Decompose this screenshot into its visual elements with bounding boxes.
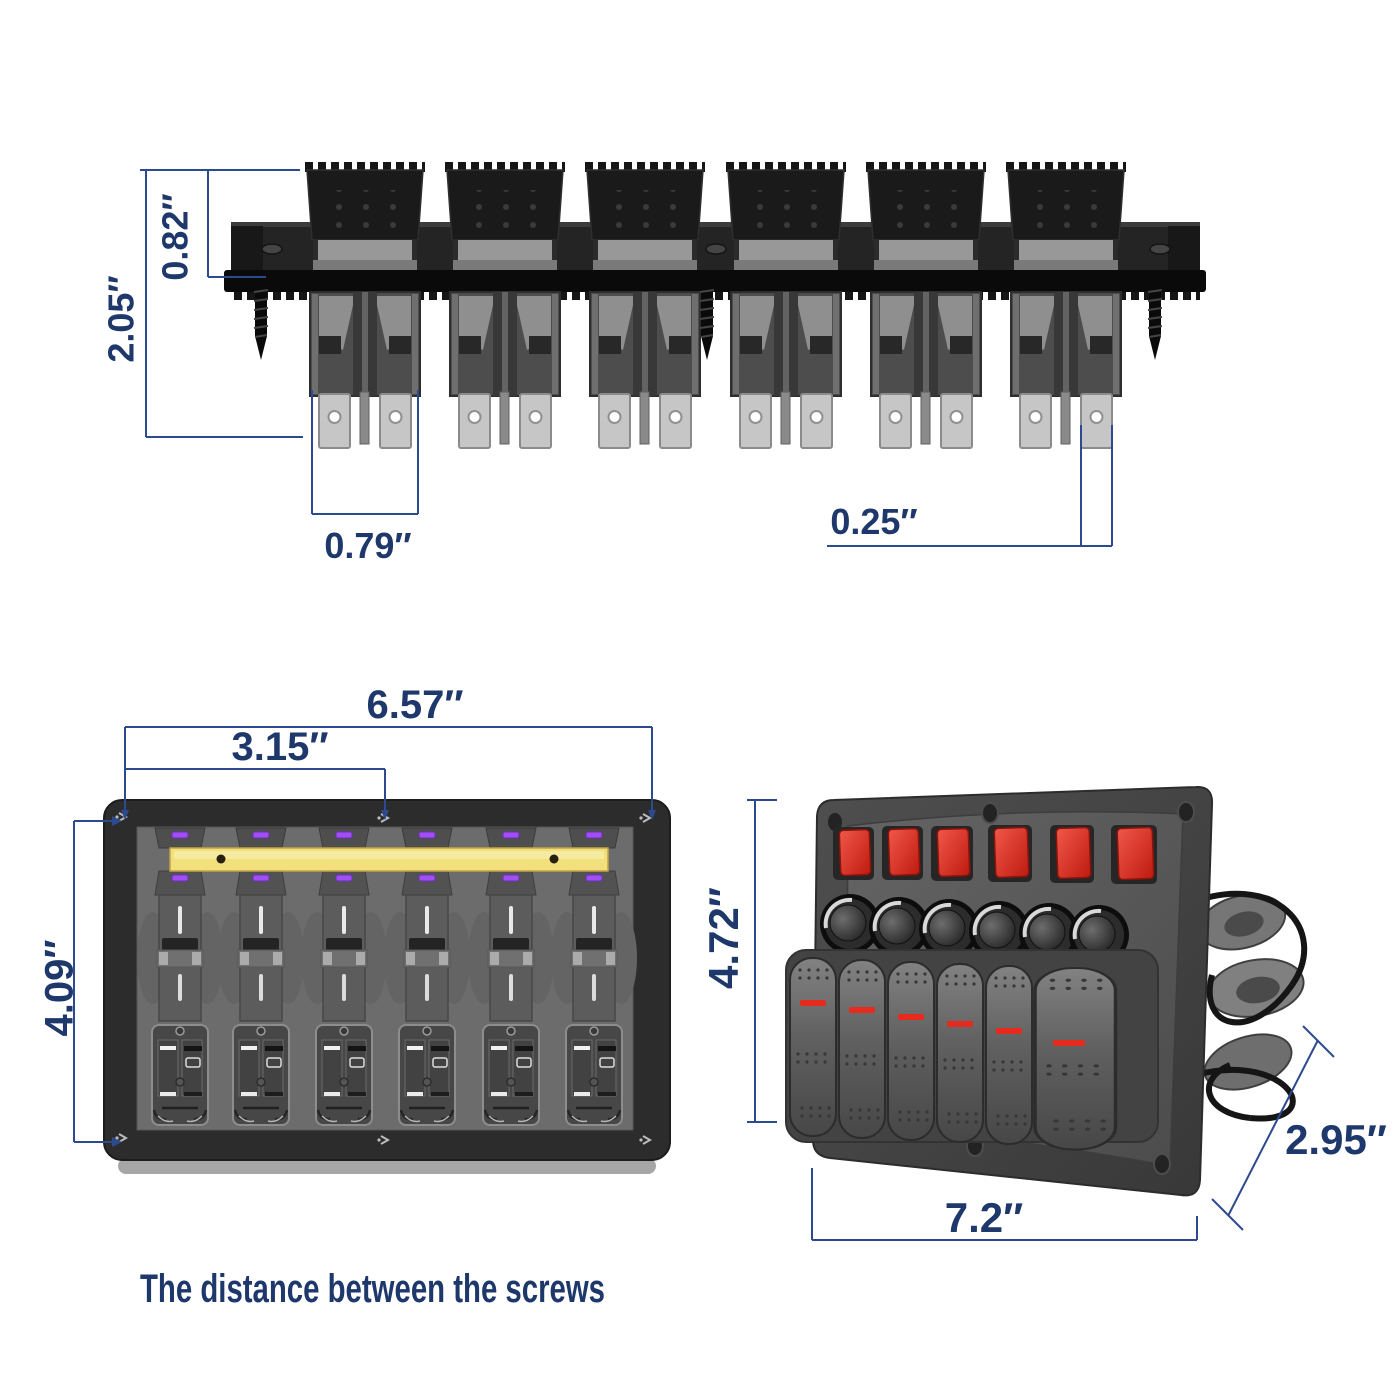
caption-screw-distance: The distance between the screws	[140, 1267, 605, 1311]
iso-view-diagram: 4.72″ 7.2″ 2.95″	[700, 785, 1387, 1241]
dimension-label-terminal-width: 0.25″	[830, 501, 917, 542]
top-view-side-diagram: 2.05″ 0.82″ 0.79″ 0.25″	[101, 161, 1206, 566]
switch-unit-side	[304, 161, 426, 449]
red-light-lens	[838, 826, 1155, 881]
dimension-label-iso-depth: 2.95″	[1285, 1116, 1387, 1163]
dimension-label-iso-height: 4.72″	[700, 887, 747, 989]
back-view-dimension-lines	[73, 726, 656, 1147]
plate-screw-hole	[705, 243, 727, 255]
dimension-label-total-width: 6.57″	[366, 683, 463, 727]
bus-bar-screw	[549, 854, 559, 864]
dimension-label-terminal-gap: 0.79″	[324, 525, 411, 566]
top-view-dimension-lines	[140, 169, 1113, 547]
rocker-switches	[789, 957, 1118, 1152]
plate-screw-hole	[1149, 243, 1171, 255]
bus-bar	[169, 847, 609, 872]
mounting-screw-icon	[1147, 283, 1163, 361]
panel-bottom-lip	[118, 1158, 656, 1174]
mounting-screw-icon	[253, 283, 269, 361]
rocker-red-indicator	[800, 1000, 1085, 1046]
dimension-label-plate-height: 0.82″	[155, 193, 196, 280]
dimension-label-back-height: 4.09″	[38, 939, 82, 1036]
switch-unit-side	[725, 161, 847, 449]
bus-bar-screw	[216, 854, 226, 864]
dimension-label-iso-width: 7.2″	[945, 1194, 1024, 1241]
mounting-screw-icon	[699, 283, 715, 361]
plate-screw-hole	[261, 243, 283, 255]
red-indicator-lights	[833, 825, 1157, 884]
switch-unit-side	[1005, 161, 1127, 449]
back-view-diagram: 6.57″ 3.15″ 4.09″ The distance between t…	[38, 683, 671, 1311]
dimension-label-total-height: 2.05″	[101, 275, 142, 362]
switch-unit-side	[865, 161, 987, 449]
switch-unit-side	[444, 161, 566, 449]
dimension-label-half-width: 3.15″	[231, 725, 328, 769]
iso-dimension-lines	[747, 799, 1335, 1241]
switch-unit-side	[584, 161, 706, 449]
